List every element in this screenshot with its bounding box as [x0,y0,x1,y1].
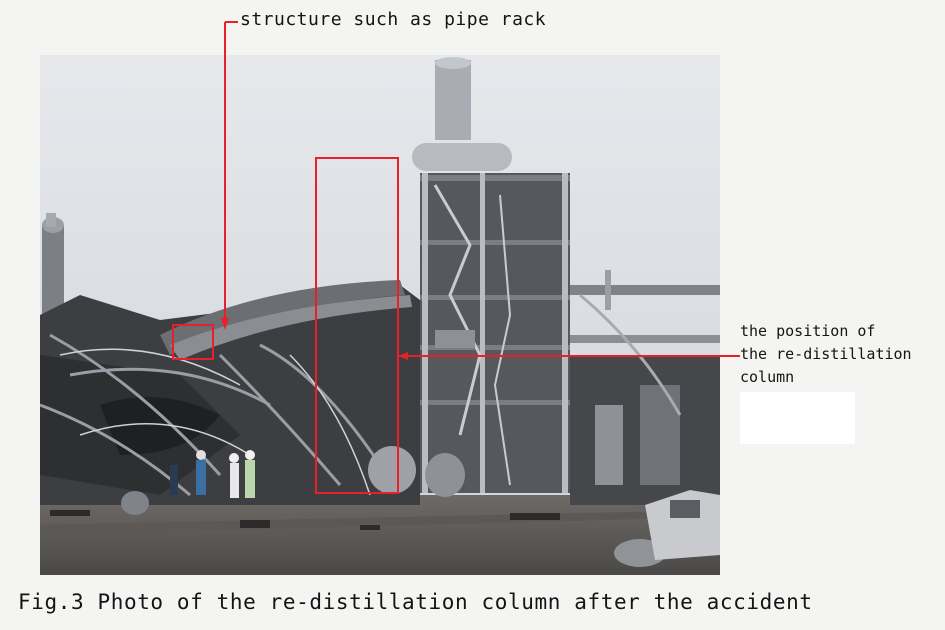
column-label-line-3: column [740,368,795,386]
pipe-rack-label: structure such as pipe rack [240,9,547,30]
blank-label-box [740,392,855,444]
workers [170,450,255,498]
left-tower [42,213,64,315]
right-structures [570,270,720,505]
figure-caption: Fig.3 Photo of the re-distillation colum… [18,590,813,614]
column-label-line-1: the position of [740,322,876,340]
damaged-vehicle [645,490,720,560]
accident-photo [40,55,720,575]
column-label-line-2: the re-distillation [740,345,912,363]
ground-area [40,495,720,575]
re-distillation-column [412,57,570,493]
